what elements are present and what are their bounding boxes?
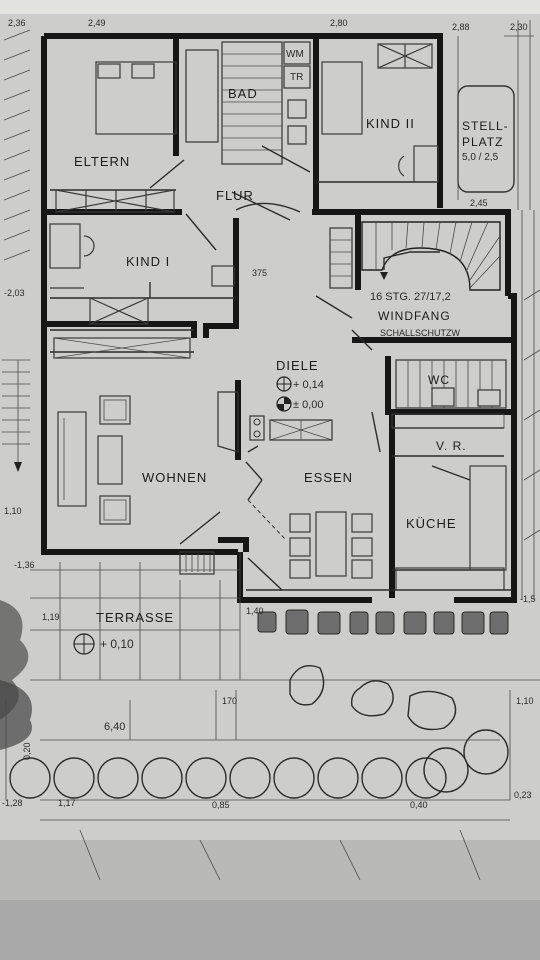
room-label-stellplatz-2: PLATZ: [462, 135, 503, 149]
dim-245: 2,45: [470, 198, 488, 208]
dim-375: 375: [252, 268, 267, 278]
room-label-kind1: KIND I: [126, 254, 170, 269]
room-label-vr: V. R.: [436, 439, 467, 453]
dim-280: 2,80: [330, 18, 348, 28]
kind2-furniture: [321, 43, 439, 183]
dim-150: -1,5: [520, 594, 536, 604]
level-terrasse: + 0,10: [100, 637, 134, 651]
hedge-circles: [9, 757, 447, 799]
room-label-wc: WC: [428, 373, 450, 387]
room-label-flur: FLUR: [216, 188, 254, 203]
dim-117: 1,17: [58, 798, 76, 808]
dim-119: 1,19: [42, 612, 60, 622]
top-paper-edge: [0, 0, 540, 14]
dim-020: 0,20: [22, 742, 32, 760]
level-diele-2: ± 0,00: [293, 399, 324, 411]
wc-room: [371, 359, 507, 453]
dim-136: -1,36: [14, 560, 35, 570]
label-stairs: 16 STG. 27/17,2: [370, 291, 451, 303]
room-label-wohnen: WOHNEN: [142, 470, 207, 485]
room-label-bad: BAD: [228, 86, 258, 101]
dim-023: 0,23: [514, 790, 532, 800]
essen-furniture: [247, 511, 373, 591]
eltern-furniture: [55, 61, 177, 213]
label-tr: TR: [290, 72, 303, 83]
step-arrow-icon: [14, 462, 22, 472]
dim-085: 0,85: [212, 800, 230, 810]
dim-140: 1,40: [246, 606, 264, 616]
room-label-kueche: KÜCHE: [406, 516, 457, 531]
room-label-stellplatz-1: STELL-: [462, 119, 509, 133]
dim-203: -2,03: [4, 288, 25, 298]
dim-288: 2,88: [452, 22, 470, 32]
dim-236: 2,36: [8, 18, 26, 28]
paper-bottom-shadow: [0, 900, 540, 960]
wohnen-furniture: [53, 337, 221, 545]
kind1-furniture: [49, 223, 235, 325]
garden-sketch: [289, 665, 509, 793]
dim-170: 170: [222, 696, 237, 706]
left-shrubs: [0, 600, 32, 750]
room-label-eltern: ELTERN: [74, 154, 130, 169]
kueche-furniture: [391, 413, 507, 591]
dim-640: 6,40: [104, 721, 125, 733]
stairs: [315, 221, 501, 351]
room-label-diele: DIELE: [276, 358, 319, 373]
dimension-lines: [5, 690, 511, 881]
label-stellplatz-size: 5,0 / 2,5: [462, 152, 499, 163]
flur-doors: [149, 159, 301, 251]
label-wm: WM: [286, 49, 304, 60]
bad-room: [185, 41, 311, 173]
dim-110b: 1,10: [516, 696, 534, 706]
room-label-essen: ESSEN: [304, 470, 353, 485]
dim-230: 2,30: [510, 22, 528, 32]
dim-249: 2,49: [88, 18, 106, 28]
dim-110a: 1,10: [4, 506, 22, 516]
paving-stones: [257, 609, 509, 635]
room-label-terrasse: TERRASSE: [96, 610, 174, 625]
room-label-windfang: WINDFANG: [378, 309, 451, 323]
diele-details: [217, 391, 333, 541]
stellplatz-area: [457, 20, 534, 210]
left-steps: [2, 29, 31, 470]
dim-040: 0,40: [410, 800, 428, 810]
dim-128: -1,28: [2, 798, 23, 808]
label-schallschutz: SCHALLSCHUTZW: [380, 328, 461, 338]
terrace: [30, 551, 540, 681]
level-marker-icon: [276, 376, 292, 412]
room-label-kind2: KIND II: [366, 116, 415, 131]
level-diele-1: + 0,14: [293, 379, 324, 391]
right-exterior: [521, 210, 540, 600]
